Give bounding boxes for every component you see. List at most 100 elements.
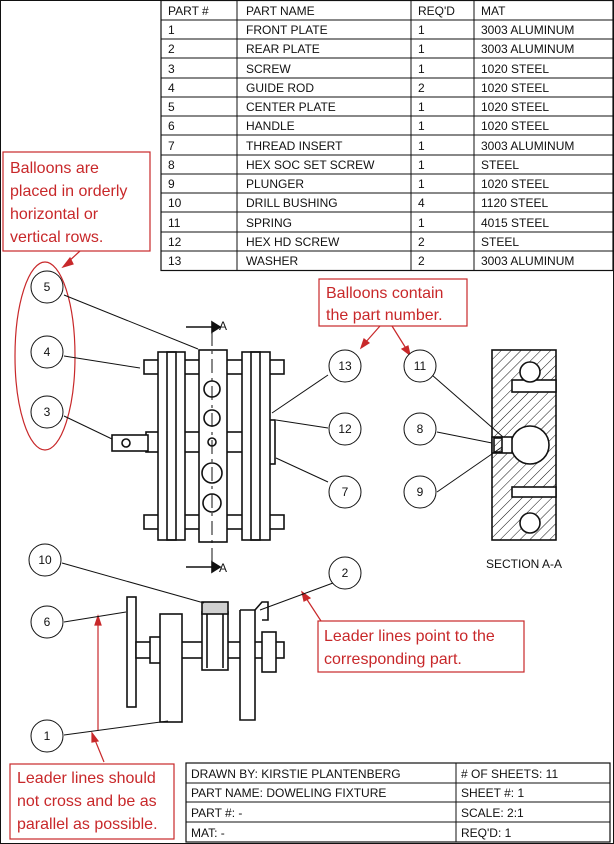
parts-cell: 1020 STEEL: [481, 119, 549, 133]
title-reqd: REQ'D: 1: [461, 826, 512, 840]
section-title: SECTION A-A: [486, 557, 562, 571]
parts-cell: 2: [418, 81, 425, 95]
balloon-group-ellipse: [14, 261, 76, 451]
note-balloon-number: Balloons contain the part number.: [318, 278, 468, 327]
balloon-number: 3: [44, 405, 51, 419]
parts-cell: 1020 STEEL: [481, 100, 549, 114]
parts-row: 5 CENTER PLATE 1 1020 STEEL: [168, 100, 549, 114]
parts-row: 10 DRILL BUSHING 4 1120 STEEL: [168, 196, 548, 210]
note-line: horizontal or: [10, 206, 99, 223]
parts-cell: STEEL: [481, 235, 519, 249]
balloon-number: 5: [44, 280, 51, 294]
parts-row: 6 HANDLE 1 1020 STEEL: [168, 119, 549, 133]
parts-cell: STEEL: [481, 158, 519, 172]
front-view: [111, 320, 285, 574]
note-line: Leader lines should: [17, 770, 156, 787]
balloon-1: 1: [30, 719, 64, 753]
parts-cell: 1020 STEEL: [481, 81, 549, 95]
parts-cell: 1: [418, 139, 425, 153]
note-pointer-number: [359, 325, 411, 357]
balloon-number: 6: [44, 615, 51, 629]
title-block: DRAWN BY: KIRSTIE PLANTENBERG # OF SHEET…: [185, 762, 611, 843]
parts-list-table: PART # PART NAME REQ'D MAT 1 FRONT PLATE…: [160, 0, 614, 272]
note-line: parallel as possible.: [17, 816, 158, 833]
parts-row: 2 REAR PLATE 1 3003 ALUMINUM: [168, 42, 574, 56]
note-balloon-rows: Balloons are placed in orderly horizonta…: [2, 151, 151, 252]
parts-cell: HEX SOC SET SCREW: [246, 158, 375, 172]
parts-cell: CENTER PLATE: [246, 100, 336, 114]
parts-header-reqd: REQ'D: [418, 4, 455, 18]
balloon-number: 10: [38, 553, 52, 567]
parts-cell: SPRING: [246, 216, 292, 230]
note-leader-point: Leader lines point to the corresponding …: [317, 620, 525, 673]
parts-cell: 1020 STEEL: [481, 177, 549, 191]
balloon-9: 9: [403, 475, 437, 509]
parts-cell: 4: [168, 81, 175, 95]
parts-cell: 4: [418, 196, 425, 210]
parts-cell: 1: [418, 158, 425, 172]
balloon-number: 8: [417, 422, 424, 436]
balloon-number: 4: [44, 345, 51, 359]
balloon-number: 13: [338, 359, 352, 373]
balloon-4: 4: [30, 335, 64, 369]
parts-cell: SCREW: [246, 62, 291, 76]
parts-cell: 1020 STEEL: [481, 62, 549, 76]
note-line: placed in orderly: [10, 183, 127, 200]
parts-cell: 4015 STEEL: [481, 216, 549, 230]
parts-row: 4 GUIDE ROD 2 1020 STEEL: [168, 81, 549, 95]
balloon-13: 13: [328, 349, 362, 383]
parts-row: 8 HEX SOC SET SCREW 1 STEEL: [168, 158, 519, 172]
parts-cell: FRONT PLATE: [246, 23, 328, 37]
parts-cell: 11: [168, 216, 181, 230]
title-part-number: PART #: -: [191, 806, 242, 820]
note-line: the part number.: [326, 307, 443, 324]
parts-cell: 1: [418, 100, 425, 114]
parts-cell: 1120 STEEL: [481, 196, 548, 210]
title-sheets: # OF SHEETS: 11: [461, 767, 558, 781]
parts-cell: 1: [418, 216, 425, 230]
parts-cell: 3003 ALUMINUM: [481, 42, 574, 56]
parts-cell: 2: [418, 235, 425, 249]
balloon-8: 8: [403, 412, 437, 446]
parts-cell: 1: [418, 119, 425, 133]
section-view: [491, 349, 557, 541]
note-pointer-point: [301, 590, 322, 622]
parts-cell: 10: [168, 196, 182, 210]
section-label-bottom: A: [219, 561, 227, 575]
note-line: corresponding part.: [324, 651, 462, 668]
parts-cell: 1: [418, 177, 425, 191]
balloon-number: 2: [342, 566, 349, 580]
parts-row: 13 WASHER 2 3003 ALUMINUM: [168, 254, 574, 268]
parts-row: 3 SCREW 1 1020 STEEL: [168, 62, 549, 76]
balloon-6: 6: [30, 605, 64, 639]
parts-row: 12 HEX HD SCREW 2 STEEL: [168, 235, 519, 249]
parts-row: 9 PLUNGER 1 1020 STEEL: [168, 177, 549, 191]
title-material: MAT: -: [191, 826, 225, 840]
balloon-5: 5: [30, 270, 64, 304]
balloon-number: 9: [417, 485, 424, 499]
title-drawn-by: DRAWN BY: KIRSTIE PLANTENBERG: [191, 767, 401, 781]
balloon-number: 7: [342, 485, 349, 499]
parts-cell: 12: [168, 235, 182, 249]
leader-lines: [61, 294, 504, 736]
parts-cell: 7: [168, 139, 175, 153]
section-label-top: A: [219, 319, 227, 333]
parts-row: 7 THREAD INSERT 1 3003 ALUMINUM: [168, 139, 574, 153]
note-pointer-rows: [61, 250, 81, 269]
parts-cell: 8: [168, 158, 175, 172]
note-pointer-cross: [91, 614, 105, 763]
parts-cell: 2: [168, 42, 175, 56]
note-line: Balloons are: [10, 160, 99, 177]
parts-cell: 3003 ALUMINUM: [481, 23, 574, 37]
parts-cell: WASHER: [246, 254, 299, 268]
balloon-number: 11: [414, 359, 427, 373]
note-leader-cross: Leader lines should not cross and be as …: [9, 763, 175, 840]
balloon-10: 10: [28, 543, 62, 577]
parts-row: 11 SPRING 1 4015 STEEL: [168, 216, 549, 230]
parts-row: 1 FRONT PLATE 1 3003 ALUMINUM: [168, 23, 574, 37]
title-sheet-number: SHEET #: 1: [461, 786, 524, 800]
parts-cell: 3: [168, 62, 175, 76]
balloon-number: 12: [338, 422, 352, 436]
parts-header-name: PART NAME: [246, 4, 315, 18]
parts-cell: 1: [418, 23, 425, 37]
